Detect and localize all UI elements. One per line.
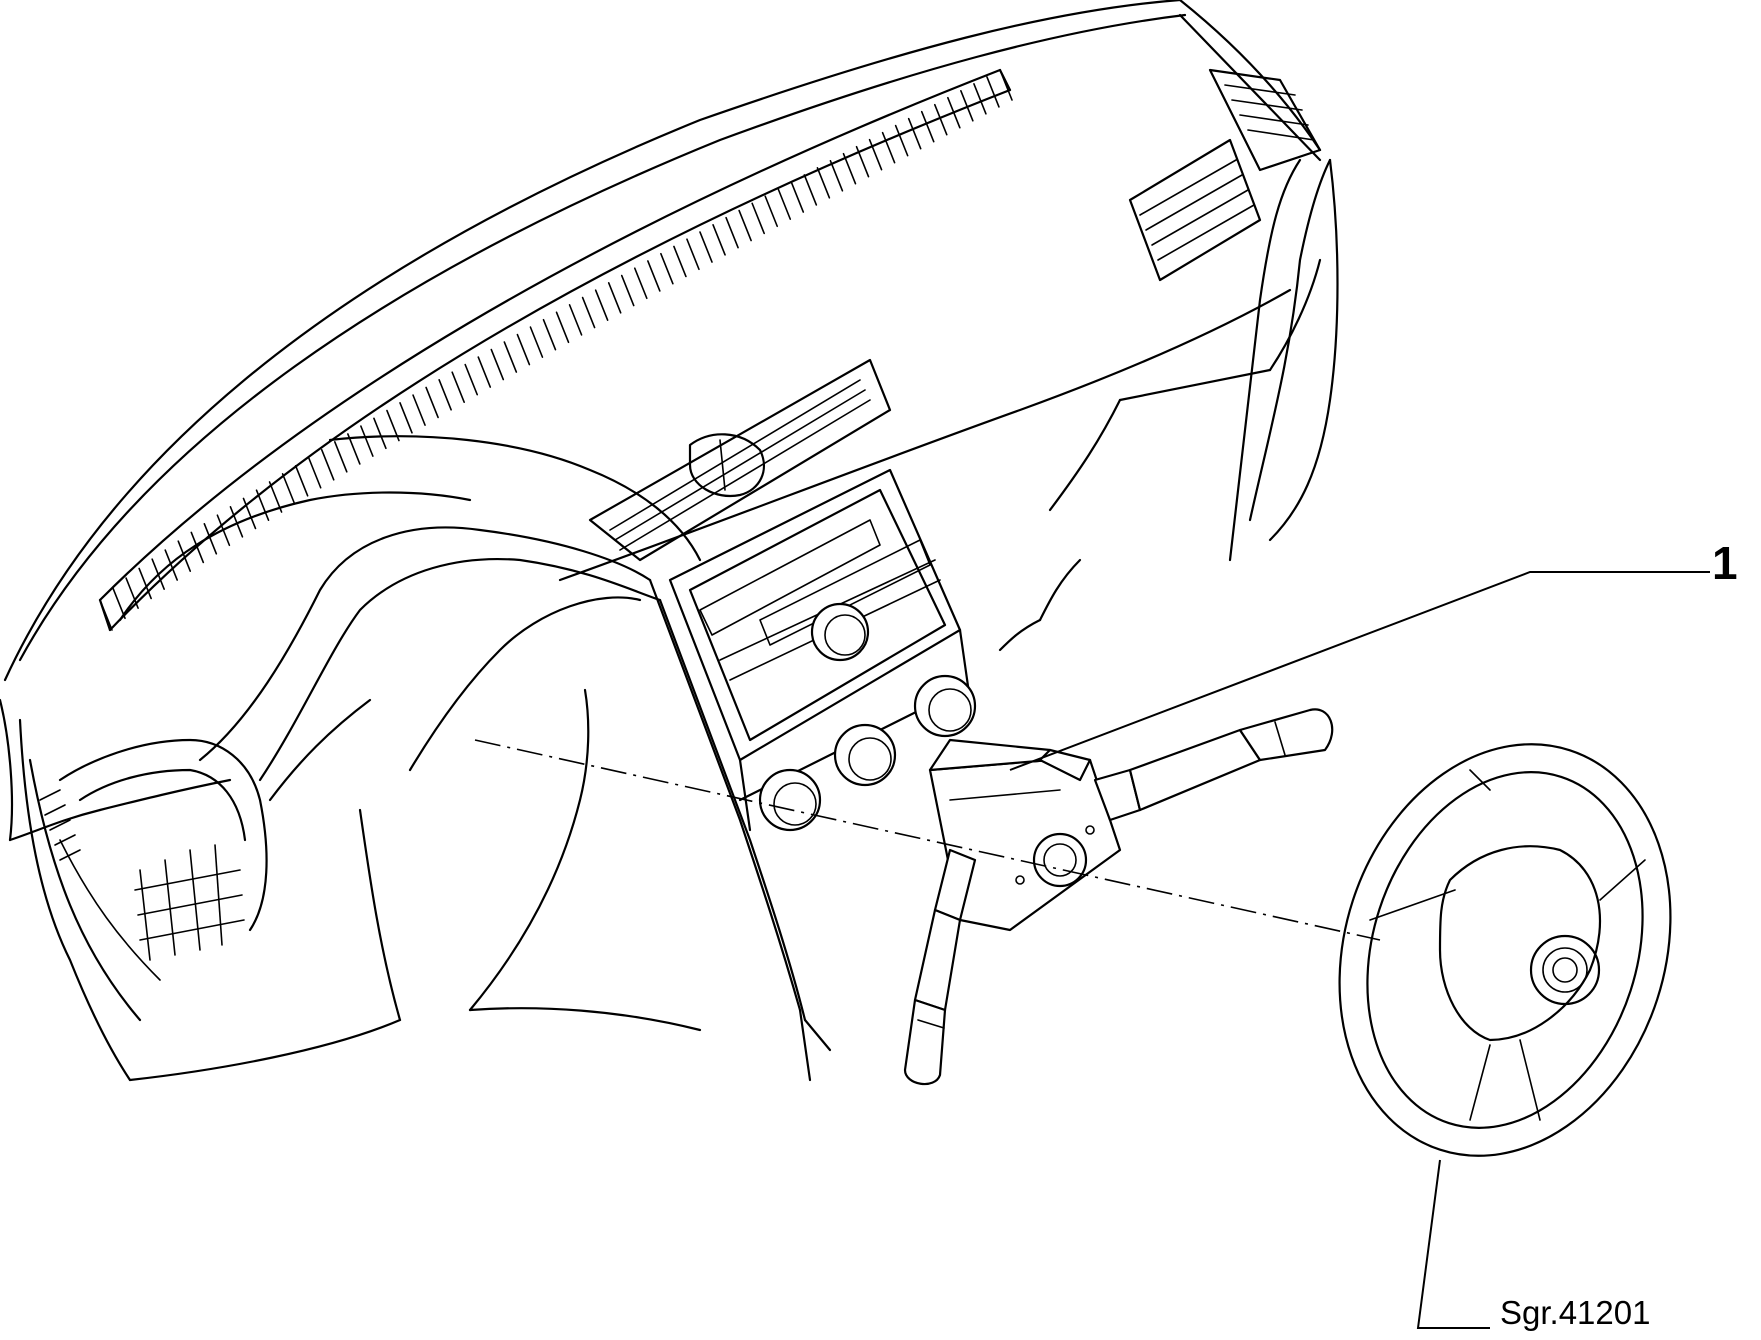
grille-slat	[490, 348, 505, 381]
grille-slat	[568, 304, 583, 336]
grille-slat	[712, 224, 726, 256]
grille-slat	[986, 76, 1000, 108]
grille-slat	[99, 599, 113, 631]
grille-slat	[660, 252, 674, 285]
reference-code: Sgr.41201	[1500, 1294, 1651, 1331]
grille-slat	[999, 69, 1013, 101]
grille-slat	[125, 577, 139, 609]
grille-slat	[190, 531, 205, 564]
grille-slat	[842, 152, 857, 185]
grille-slat	[620, 274, 635, 307]
grille-slat	[725, 216, 739, 249]
grille-slat	[307, 456, 322, 489]
grille-slat	[229, 506, 244, 538]
grille-slat	[203, 522, 218, 555]
grille-slat	[529, 326, 544, 358]
grille-slat	[333, 441, 348, 473]
grille-slat	[386, 409, 400, 442]
alignment-dashed-lines	[474, 739, 1381, 941]
grille-slat	[686, 238, 700, 271]
grille-slat	[933, 103, 948, 136]
callout-number: 1	[1712, 537, 1738, 589]
grille-slat	[320, 448, 335, 481]
grille-slat	[790, 181, 805, 213]
steering-column-switch	[903, 708, 1334, 1086]
grille-slat	[268, 481, 283, 513]
grille-slat	[281, 473, 296, 505]
grille-slat	[151, 558, 165, 590]
grille-slat	[699, 231, 713, 263]
grille-slat	[399, 402, 413, 434]
grille-slat	[112, 587, 126, 620]
grille-slat	[764, 195, 779, 228]
grille-slat	[738, 209, 752, 242]
grille-slat	[451, 371, 465, 404]
center-air-vents	[588, 358, 892, 562]
grille-slat	[347, 433, 361, 465]
grille-slat	[438, 379, 452, 411]
grille-slat	[751, 202, 765, 235]
grille-slat	[607, 282, 622, 314]
dashboard-outline	[0, 0, 1339, 1082]
grille-slat	[855, 145, 870, 178]
steering-wheel	[1338, 743, 1672, 1157]
grille-slat	[594, 289, 609, 321]
grille-slat	[555, 311, 570, 344]
grille-slat	[503, 341, 518, 373]
grille-slat	[138, 567, 152, 600]
grille-slat	[242, 497, 257, 530]
grille-slat	[464, 363, 479, 396]
grille-slat	[920, 110, 935, 143]
grille-slat	[673, 245, 687, 278]
grille-slat	[373, 417, 387, 450]
grille-slat	[816, 167, 831, 199]
grille-slat	[177, 540, 192, 572]
grille-slat	[581, 296, 596, 329]
grille-slat	[164, 549, 179, 581]
right-air-vents	[1128, 68, 1322, 282]
grille-slat	[803, 174, 818, 206]
grille-slat	[777, 188, 792, 220]
grille-slat	[960, 89, 974, 122]
grille-slat	[360, 425, 374, 457]
left-air-vent	[39, 738, 268, 961]
grille-slat	[868, 138, 883, 171]
grille-slat	[947, 96, 961, 129]
grille-slat	[907, 117, 922, 150]
grille-slat	[216, 514, 231, 547]
grille-slat	[294, 464, 309, 497]
defroster-vent-grille	[98, 68, 1013, 632]
grille-slat	[633, 267, 648, 300]
leader-lines	[1009, 571, 1710, 1329]
grille-slat	[516, 333, 531, 366]
grille-slat	[477, 356, 492, 388]
grille-slat	[542, 318, 557, 351]
grille-slat	[412, 394, 426, 426]
center-console-panel	[668, 468, 977, 832]
grille-slat	[829, 159, 844, 192]
grille-slat	[647, 260, 661, 292]
grille-slat	[425, 386, 439, 419]
grille-slat	[894, 124, 909, 157]
grille-slat	[881, 131, 896, 164]
grille-slat	[973, 83, 987, 115]
grille-slat	[255, 489, 270, 522]
